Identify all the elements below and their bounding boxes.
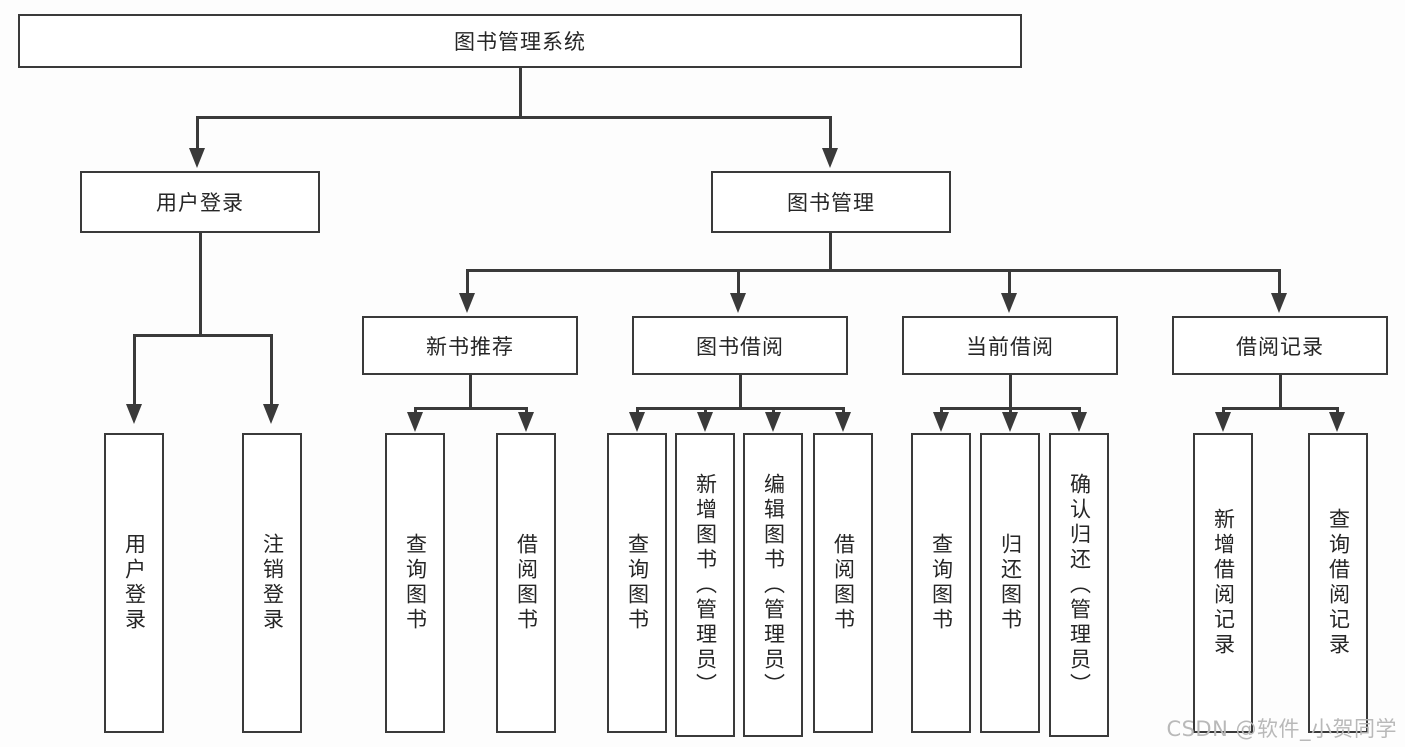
leaf-query-book-borrow[interactable]: 查询图书 [607, 433, 667, 733]
connector-level2-bus [196, 116, 832, 119]
leaf-return-book[interactable]: 归还图书 [980, 433, 1040, 733]
connector-borrow-record-drop-1 [1222, 407, 1225, 416]
connector-level3-drop-1 [466, 269, 469, 295]
leaf-add-book-admin[interactable]: 新增图书（管理员） [675, 433, 735, 737]
node-label: 编辑图书（管理员） [761, 472, 786, 698]
node-new-book-recommend[interactable]: 新书推荐 [362, 316, 578, 375]
connector-book-management-stem [829, 233, 832, 271]
arrowhead-to-leaf-confirm-return [1071, 412, 1087, 432]
node-label: 归还图书 [998, 533, 1023, 633]
node-label: 查询图书 [929, 533, 954, 633]
node-label: 确认归还（管理员） [1067, 472, 1092, 698]
node-label: 查询图书 [403, 533, 428, 633]
node-label: 查询借阅记录 [1326, 508, 1351, 658]
node-label: 借阅图书 [831, 533, 856, 633]
node-current-borrow[interactable]: 当前借阅 [902, 316, 1118, 375]
connector-user-login-drop-2 [270, 334, 273, 406]
arrowhead-to-current-borrow [1001, 293, 1017, 313]
connector-book-borrow-drop-2 [704, 407, 707, 416]
node-label: 用户登录 [122, 533, 147, 633]
connector-book-borrow-stem [739, 375, 742, 409]
node-label: 当前借阅 [966, 334, 1054, 359]
watermark-text: CSDN @软件_小贺同学 [1166, 717, 1397, 741]
connector-user-login-stem [199, 233, 202, 335]
connector-book-borrow-drop-3 [772, 407, 775, 416]
arrowhead-to-user-login [189, 148, 205, 168]
connector-new-book-drop-1 [414, 407, 417, 416]
node-label: 图书管理 [787, 191, 875, 215]
arrowhead-to-book-borrow [730, 293, 746, 313]
connector-level3-drop-4 [1278, 269, 1281, 295]
connector-user-login-drop-1 [133, 334, 136, 406]
leaf-confirm-return-admin[interactable]: 确认归还（管理员） [1049, 433, 1109, 737]
arrowhead-to-borrow-record [1271, 293, 1287, 313]
arrowhead-to-leaf-edit-book [765, 412, 781, 432]
node-label: 图书管理系统 [454, 30, 586, 54]
connector-level3-drop-3 [1008, 269, 1011, 295]
leaf-query-book-current[interactable]: 查询图书 [911, 433, 971, 733]
connector-new-book-bus [414, 407, 528, 410]
arrowhead-to-leaf-query-book-2 [629, 412, 645, 432]
arrowhead-to-leaf-query-record [1329, 412, 1345, 432]
arrowhead-to-book-management [822, 148, 838, 168]
node-root-system[interactable]: 图书管理系统 [18, 14, 1022, 68]
node-label: 新增借阅记录 [1211, 508, 1236, 658]
arrowhead-to-leaf-query-book-3 [933, 412, 949, 432]
connector-borrow-record-drop-2 [1336, 407, 1339, 416]
node-label: 新书推荐 [426, 334, 514, 359]
connector-user-login-bus [133, 334, 272, 337]
connector-borrow-record-bus [1222, 407, 1339, 410]
arrowhead-to-leaf-add-record [1215, 412, 1231, 432]
arrowhead-to-leaf-borrow-book-1 [518, 412, 534, 432]
connector-current-borrow-drop-2 [1009, 407, 1012, 416]
connector-level3-bus [466, 269, 1280, 272]
connector-level2-drop-left [196, 116, 199, 151]
node-label: 查询图书 [625, 533, 650, 633]
connector-current-borrow-stem [1009, 375, 1012, 409]
connector-current-borrow-drop-1 [940, 407, 943, 416]
node-label: 用户登录 [156, 191, 244, 215]
connector-new-book-stem [469, 375, 472, 409]
leaf-query-borrow-record[interactable]: 查询借阅记录 [1308, 433, 1368, 733]
node-user-login[interactable]: 用户登录 [80, 171, 320, 233]
leaf-query-book-recommend[interactable]: 查询图书 [385, 433, 445, 733]
node-label: 新增图书（管理员） [693, 472, 718, 698]
node-book-management[interactable]: 图书管理 [711, 171, 951, 233]
connector-borrow-record-stem [1279, 375, 1282, 409]
arrowhead-to-new-book-recommend [459, 293, 475, 313]
arrowhead-to-leaf-return-book [1002, 412, 1018, 432]
arrowhead-to-leaf-borrow-book-2 [835, 412, 851, 432]
connector-current-borrow-drop-3 [1078, 407, 1081, 416]
node-borrow-record[interactable]: 借阅记录 [1172, 316, 1388, 375]
node-label: 图书借阅 [696, 334, 784, 359]
connector-level2-drop-right [829, 116, 832, 151]
node-book-borrow[interactable]: 图书借阅 [632, 316, 848, 375]
arrowhead-to-leaf-user-login [126, 404, 142, 424]
connector-book-borrow-drop-4 [842, 407, 845, 416]
connector-book-borrow-bus [636, 407, 845, 410]
connector-level3-drop-2 [737, 269, 740, 295]
node-label: 借阅记录 [1236, 334, 1324, 359]
connector-book-borrow-drop-1 [636, 407, 639, 416]
leaf-edit-book-admin[interactable]: 编辑图书（管理员） [743, 433, 803, 737]
arrowhead-to-leaf-query-book-1 [407, 412, 423, 432]
leaf-borrow-book[interactable]: 借阅图书 [813, 433, 873, 733]
leaf-borrow-book-recommend[interactable]: 借阅图书 [496, 433, 556, 733]
leaf-add-borrow-record[interactable]: 新增借阅记录 [1193, 433, 1253, 733]
node-label: 借阅图书 [514, 533, 539, 633]
arrowhead-to-leaf-add-book [697, 412, 713, 432]
arrowhead-to-leaf-logout [263, 404, 279, 424]
leaf-logout[interactable]: 注销登录 [242, 433, 302, 733]
connector-new-book-drop-2 [525, 407, 528, 416]
node-label: 注销登录 [260, 533, 285, 633]
connector-root-stem [519, 68, 522, 118]
leaf-user-login[interactable]: 用户登录 [104, 433, 164, 733]
